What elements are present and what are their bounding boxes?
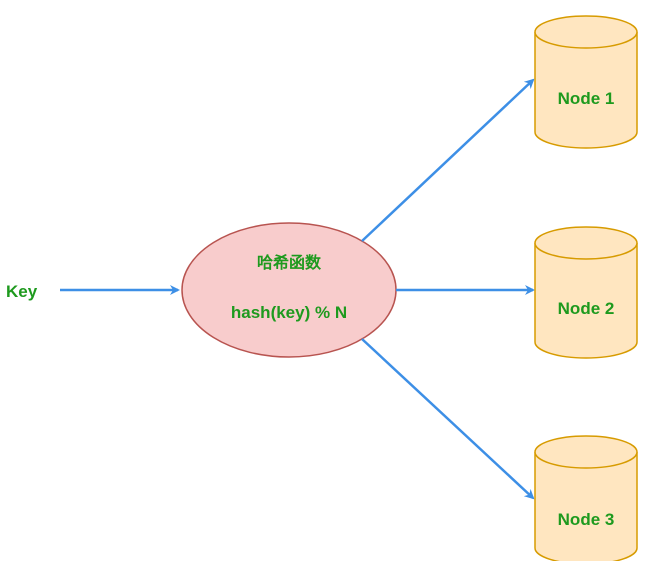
node-1-label: Node 1: [558, 89, 615, 108]
node-1-cylinder-top: [534, 15, 638, 49]
node-3-cylinder-top: [534, 435, 638, 469]
node-3-cylinder-body: [534, 452, 638, 561]
node-3-cylinder: Node 3: [534, 435, 638, 561]
node-1-cylinder: Node 1: [534, 15, 638, 149]
hash-function-node: 哈希函数 hash(key) % N: [181, 222, 397, 358]
hash-to-node-3-arrow: [361, 338, 535, 500]
node-2-cylinder-top: [534, 226, 638, 260]
node-1-cylinder-body: [534, 32, 638, 149]
node-2-cylinder-body: [534, 243, 638, 359]
hash-function-title: 哈希函数: [257, 253, 322, 272]
hash-function-ellipse: [181, 222, 397, 358]
key-label: Key: [6, 282, 38, 301]
hash-to-node-1-arrow: [361, 78, 535, 242]
node-3-label: Node 3: [558, 510, 615, 529]
node-2-label: Node 2: [558, 299, 615, 318]
hash-function-formula: hash(key) % N: [231, 303, 347, 322]
node-2-cylinder: Node 2: [534, 226, 638, 359]
